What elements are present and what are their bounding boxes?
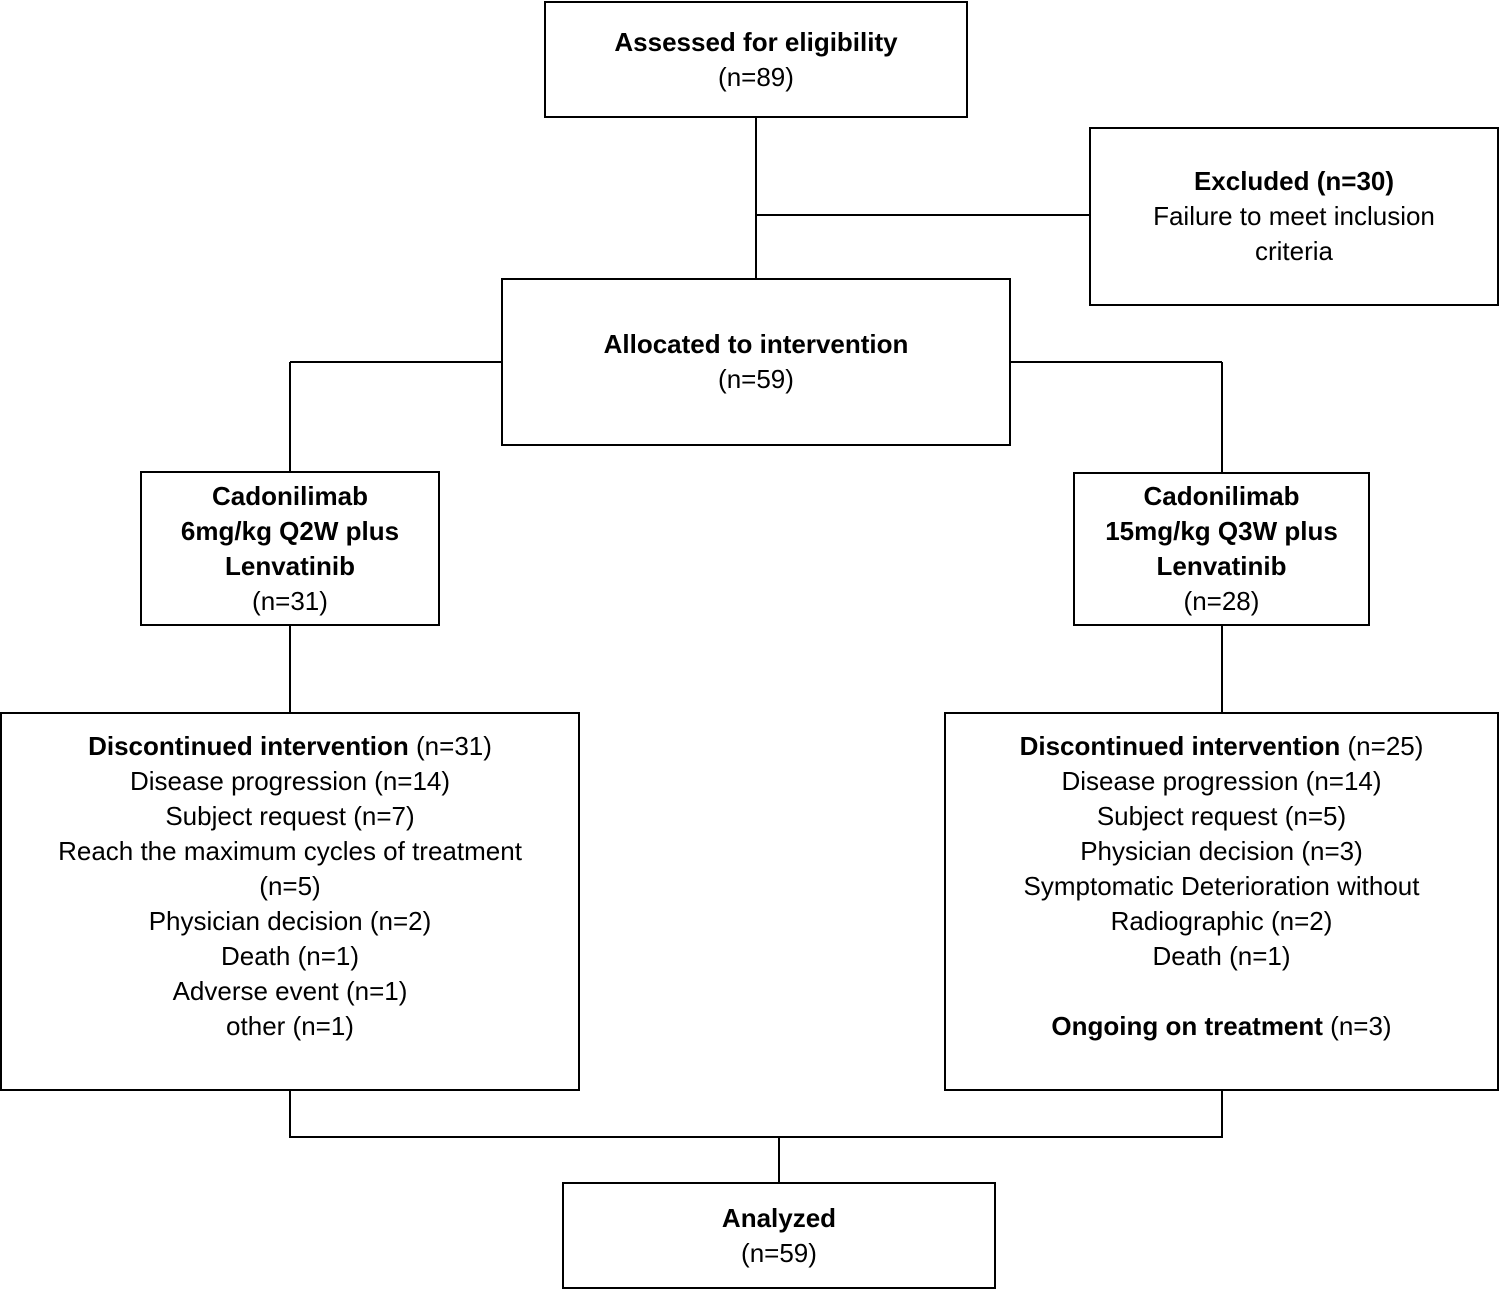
arm-left-line3: Lenvatinib <box>224 550 355 581</box>
excluded-box: Excluded (n=30) Failure to meet inclusio… <box>1089 127 1499 306</box>
arm-right-line3: Lenvatinib <box>1156 551 1287 581</box>
disc-left-item: Disease progression (n=14) <box>129 766 451 796</box>
assessed-count: (n=89) <box>718 61 794 92</box>
arm-left-line1: Cadonilimab <box>211 480 368 511</box>
analyzed-count: (n=59) <box>741 1237 817 1268</box>
excluded-reason-line1: Failure to meet inclusion <box>1153 201 1435 231</box>
disc-left-box: Discontinued intervention (n=31) Disease… <box>0 712 580 1091</box>
disc-right-item: Physician decision (n=3) <box>1080 836 1363 866</box>
arm-left-count: (n=31) <box>252 585 328 616</box>
arm-right-line2: 15mg/kg Q3W plus <box>1105 516 1338 546</box>
disc-right-title: Discontinued intervention <box>1019 731 1341 761</box>
disc-right-box: Discontinued intervention (n=25) Disease… <box>944 712 1499 1091</box>
disc-left-heading: Discontinued intervention (n=31) <box>88 729 492 764</box>
arm-right-count: (n=28) <box>1183 586 1260 616</box>
disc-left-item: Reach the maximum cycles of treatment <box>58 836 522 866</box>
disc-left-item: (n=5) <box>259 871 321 901</box>
excluded-reason-line2: criteria <box>1254 236 1333 266</box>
disc-right-item: Disease progression (n=14) <box>1061 766 1382 796</box>
disc-left-title-count: (n=31) <box>416 731 492 761</box>
disc-right-ongoing-count: (n=3) <box>1330 1011 1392 1041</box>
arm-left-box: Cadonilimab 6mg/kg Q2W plus Lenvatinib (… <box>140 471 440 626</box>
disc-right-ongoing-title: Ongoing on treatment <box>1051 1011 1323 1041</box>
disc-left-item: Adverse event (n=1) <box>172 976 408 1006</box>
disc-left-item: other (n=1) <box>226 1011 354 1041</box>
disc-right-item: Radiographic (n=2) <box>1110 906 1333 936</box>
assessed-title: Assessed for eligibility <box>614 26 898 57</box>
disc-left-item: Physician decision (n=2) <box>148 906 432 936</box>
allocated-count: (n=59) <box>718 364 794 394</box>
analyzed-box: Analyzed (n=59) <box>562 1182 996 1289</box>
arm-left-line2: 6mg/kg Q2W plus <box>180 515 400 546</box>
disc-right-item: Subject request (n=5) <box>1096 801 1347 831</box>
disc-right-item: Symptomatic Deterioration without <box>1023 871 1420 901</box>
allocated-title: Allocated to intervention <box>603 329 909 359</box>
disc-right-ongoing: Ongoing on treatment (n=3) <box>1051 1009 1391 1044</box>
arm-right-line1: Cadonilimab <box>1143 481 1300 511</box>
disc-right-heading: Discontinued intervention (n=25) <box>1020 729 1424 764</box>
disc-left-title: Discontinued intervention <box>88 731 409 761</box>
excluded-title: Excluded (n=30) <box>1193 166 1395 196</box>
disc-right-title-count: (n=25) <box>1347 731 1424 761</box>
disc-left-item: Death (n=1) <box>220 941 360 971</box>
allocated-box: Allocated to intervention (n=59) <box>501 278 1011 446</box>
arm-right-box: Cadonilimab 15mg/kg Q3W plus Lenvatinib … <box>1073 472 1370 626</box>
disc-right-item: Death (n=1) <box>1152 941 1291 971</box>
disc-left-item: Subject request (n=7) <box>165 801 415 831</box>
assessed-box: Assessed for eligibility (n=89) <box>544 1 968 118</box>
analyzed-title: Analyzed <box>721 1202 837 1233</box>
